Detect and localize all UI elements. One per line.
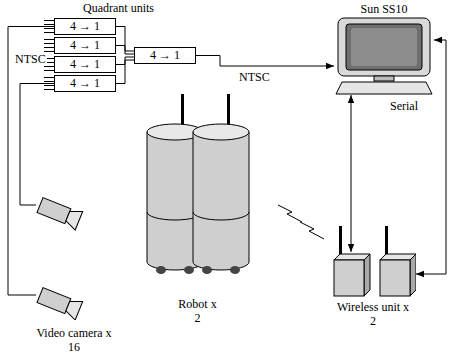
robot: Robot x 2: [135, 92, 260, 330]
signal-line: [196, 56, 334, 67]
robot-figure: [193, 94, 249, 274]
wireless-unit: Wireless unit x 2: [330, 252, 416, 332]
radio-bolts: [278, 205, 324, 239]
signal-label: NTSC: [14, 52, 47, 66]
signal-label: Serial: [389, 99, 419, 113]
quadrant-unit: 4 → 1: [54, 37, 116, 54]
figure-caption: Wireless unit x 2: [335, 300, 411, 328]
figure-caption: Robot x 2: [176, 297, 220, 325]
signal-line: [351, 95, 352, 252]
computer-figure: [334, 16, 434, 95]
quadrant-unit: 4 → 1: [54, 56, 116, 73]
video-camera-figure: [36, 180, 112, 320]
box-label: 4 → 1: [70, 19, 100, 34]
signal-label: NTSC: [238, 70, 271, 84]
group-heading: Quadrant units: [82, 1, 155, 15]
signal-line: [116, 46, 134, 55]
quadrant-unit: 4 → 1: [54, 75, 116, 92]
signal-line: [8, 27, 54, 296]
figure-caption: Sun SS10: [334, 2, 434, 16]
box-label: 4 → 1: [150, 48, 180, 63]
signal-line: [20, 84, 54, 206]
box-label: 4 → 1: [70, 76, 100, 91]
signal-line: [116, 60, 134, 84]
camera-figure: [36, 286, 82, 320]
box-label: 4 → 1: [70, 57, 100, 72]
figure-caption: Video camera x 16: [36, 326, 112, 354]
video-camera: Video camera x 16: [36, 180, 112, 358]
robot-figure: [135, 92, 260, 292]
camera-figure: [36, 196, 82, 230]
wireless-unit-figure: [330, 252, 416, 298]
quadrant-unit: 4 → 1: [54, 18, 116, 35]
quadrant-unit: 4 → 1: [134, 47, 196, 64]
box-label: 4 → 1: [70, 38, 100, 53]
computer: Sun SS10: [334, 2, 434, 95]
wireless-antennas: [339, 226, 388, 254]
